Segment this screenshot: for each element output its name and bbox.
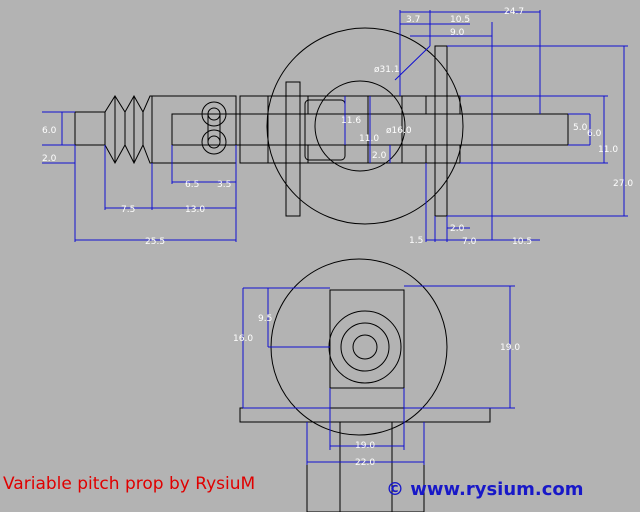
dim-2-0-bottom: 2.0 — [450, 224, 465, 234]
dim-10-5-bottom: 10.5 — [512, 237, 532, 247]
dim-25-5: 25.5 — [145, 237, 165, 247]
dim-10-5: 10.5 — [450, 15, 470, 25]
site-credit: © www.rysium.com — [386, 479, 584, 500]
dim-2-0-left: 2.0 — [42, 154, 57, 164]
dim-6-5: 6.5 — [185, 180, 199, 190]
dim-9-0: 9.0 — [450, 28, 465, 38]
dim-11-6: 11.6 — [341, 116, 361, 126]
dim-7-5: 7.5 — [121, 205, 135, 215]
dim-dia-31-1: ø31.1 — [374, 65, 400, 75]
inner-circle — [314, 80, 406, 172]
dim-1-5: 1.5 — [409, 236, 423, 246]
right-flange — [434, 45, 448, 217]
dim-24-7: 24.7 — [504, 7, 524, 17]
dim-19-0-right: 19.0 — [500, 343, 520, 353]
dim-dia-16-0: ø16.0 — [386, 126, 412, 136]
dim-3-5: 3.5 — [217, 180, 231, 190]
dim-2-0: 2.0 — [372, 151, 387, 161]
dim-13-0: 13.0 — [185, 205, 205, 215]
dim-11-0-inner: 11.0 — [359, 134, 379, 144]
dim-6-0-left: 6.0 — [42, 126, 57, 136]
side-view — [74, 27, 569, 225]
dim-16-0: 16.0 — [233, 334, 253, 344]
front-crossbar — [239, 407, 491, 423]
dim-9-5: 9.5 — [258, 314, 272, 324]
drawing-title: Variable pitch prop by RysiuM — [3, 474, 256, 494]
dimension-lines — [42, 10, 628, 465]
spring-outline — [75, 94, 153, 165]
front-base — [306, 421, 425, 512]
dim-6-0-right: 6.0 — [587, 129, 602, 139]
front-view — [239, 258, 491, 512]
left-flange — [285, 81, 301, 217]
dim-3-7: 3.7 — [406, 15, 420, 25]
dimension-labels: 3.7 10.5 24.7 9.0 ø31.1 11.6 11.0 ø16.0 … — [42, 7, 633, 468]
outer-circle — [266, 27, 464, 225]
dim-19-0: 19.0 — [355, 441, 375, 451]
dim-27-0: 27.0 — [613, 179, 633, 189]
dim-5-0: 5.0 — [573, 123, 588, 133]
dim-22-0: 22.0 — [355, 458, 375, 468]
shaft — [267, 113, 569, 146]
dim-11-0-right: 11.0 — [598, 145, 618, 155]
dim-7-0: 7.0 — [462, 237, 477, 247]
